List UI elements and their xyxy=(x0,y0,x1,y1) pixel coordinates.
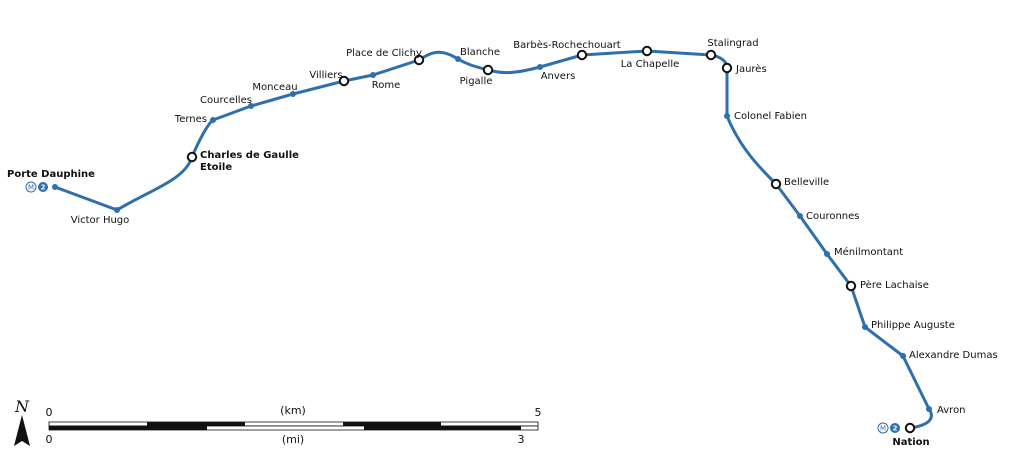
station-marker xyxy=(862,324,868,330)
station-marker xyxy=(537,64,543,70)
station-marker xyxy=(370,72,376,78)
station-label: Avron xyxy=(937,405,966,416)
station-villiers: Villiers xyxy=(309,70,350,87)
station-marker xyxy=(210,117,216,123)
line-number-icon xyxy=(38,182,48,192)
station-label: Barbès-Rochechouart xyxy=(513,39,621,51)
station-marker xyxy=(52,184,58,190)
line-number-text: 2 xyxy=(41,184,46,192)
station-porte-dauphine: Porte Dauphine xyxy=(7,169,95,190)
station-stalingrad: Stalingrad xyxy=(705,38,759,61)
station-marker xyxy=(824,251,830,257)
metro-symbol-icon xyxy=(25,181,37,193)
terminus-badge-nation: M 2 xyxy=(877,422,900,434)
interchange-marker xyxy=(641,45,653,57)
interchange-marker xyxy=(705,49,717,61)
station-label: Alexandre Dumas xyxy=(909,350,998,361)
station-philippe-auguste: Philippe Auguste xyxy=(862,320,955,331)
station-label: Porte Dauphine xyxy=(7,169,95,180)
metro-symbol-icon xyxy=(877,422,889,434)
station-label: Blanche xyxy=(460,47,500,58)
station-marker xyxy=(724,113,730,119)
station-rome: Rome xyxy=(370,72,400,91)
station-label: Rome xyxy=(372,80,401,91)
metro-symbol-text: M xyxy=(28,184,34,192)
station-ternes: Ternes xyxy=(174,114,216,125)
station-marker xyxy=(290,91,296,97)
station-la-chapelle: La Chapelle xyxy=(621,45,680,70)
station-pigalle: Pigalle xyxy=(460,64,494,87)
station-label: Stalingrad xyxy=(707,38,758,49)
terminus-badge-porte-dauphine: M 2 xyxy=(25,181,48,193)
station-label: Ménilmontant xyxy=(834,246,903,258)
station-nation: Nation xyxy=(892,422,930,448)
line-number-text: 2 xyxy=(893,425,898,433)
station-label: Belleville xyxy=(784,177,829,188)
station-marker xyxy=(900,353,906,359)
station-couronnes: Couronnes xyxy=(797,211,860,222)
interchange-marker xyxy=(904,422,916,434)
station-blanche: Blanche xyxy=(455,47,500,62)
station-label: Nation xyxy=(892,437,929,448)
scale-mi-end: 3 xyxy=(518,433,525,446)
station-marker xyxy=(114,207,120,213)
route-line xyxy=(53,49,933,430)
station-marker xyxy=(926,406,932,412)
scale-mi-start: 0 xyxy=(46,433,53,446)
station-courcelles: Courcelles xyxy=(200,95,254,109)
station-label: Charles de Gaulle xyxy=(200,150,299,161)
station-label: Colonel Fabien xyxy=(734,111,807,122)
station-label: Philippe Auguste xyxy=(871,320,955,331)
station-menilmontant: Ménilmontant xyxy=(824,246,903,258)
station-jaures: Jaurès xyxy=(721,62,767,75)
station-colonel-fabien: Colonel Fabien xyxy=(724,111,807,122)
station-marker xyxy=(797,213,803,219)
station-barbes-rochechouart: Barbès-Rochechouart xyxy=(513,39,621,61)
scale-km-start: 0 xyxy=(46,406,53,419)
station-label: Père Lachaise xyxy=(860,279,929,291)
north-label: N xyxy=(14,397,30,416)
station-marker xyxy=(248,103,254,109)
station-label: Pigalle xyxy=(460,76,493,87)
station-label: Anvers xyxy=(541,71,576,82)
interchange-marker xyxy=(482,64,494,76)
interchange-marker xyxy=(770,178,782,190)
station-label: Victor Hugo xyxy=(71,215,130,226)
station-label: Couronnes xyxy=(806,211,860,222)
station-monceau: Monceau xyxy=(252,82,298,97)
station-marker xyxy=(455,56,461,62)
scale-km-unit: (km) xyxy=(280,404,306,417)
north-arrow: N xyxy=(14,397,30,446)
station-belleville: Belleville xyxy=(770,177,829,190)
scale-km-end: 5 xyxy=(535,406,542,419)
station-label: La Chapelle xyxy=(621,59,680,70)
station-label: Courcelles xyxy=(200,95,252,106)
north-arrow-icon xyxy=(14,415,30,446)
station-label: Villiers xyxy=(309,70,342,81)
station-alexandre-dumas: Alexandre Dumas xyxy=(900,350,998,361)
station-label: Jaurès xyxy=(735,63,767,75)
scale-mi-unit: (mi) xyxy=(282,433,304,446)
station-anvers: Anvers xyxy=(537,64,575,82)
station-label: Place de Clichy xyxy=(346,48,422,59)
station-victor-hugo: Victor Hugo xyxy=(71,207,130,226)
metro-symbol-text: M xyxy=(880,425,886,433)
station-label: Ternes xyxy=(174,114,207,125)
interchange-marker xyxy=(845,280,857,292)
interchange-marker xyxy=(576,49,588,61)
scale-bar: 0 (km) 5 0 (mi) 3 xyxy=(46,404,542,446)
station-place-de-clichy: Place de Clichy xyxy=(346,48,425,66)
station-avron: Avron xyxy=(926,405,966,416)
station-pere-lachaise: Père Lachaise xyxy=(845,279,929,292)
station-label: Monceau xyxy=(252,82,297,93)
station-label-line2: Etoile xyxy=(200,162,232,173)
line-number-icon xyxy=(890,423,900,433)
interchange-marker xyxy=(186,151,198,163)
interchange-marker xyxy=(413,54,425,66)
interchange-marker xyxy=(338,75,350,87)
interchange-marker xyxy=(721,62,733,74)
